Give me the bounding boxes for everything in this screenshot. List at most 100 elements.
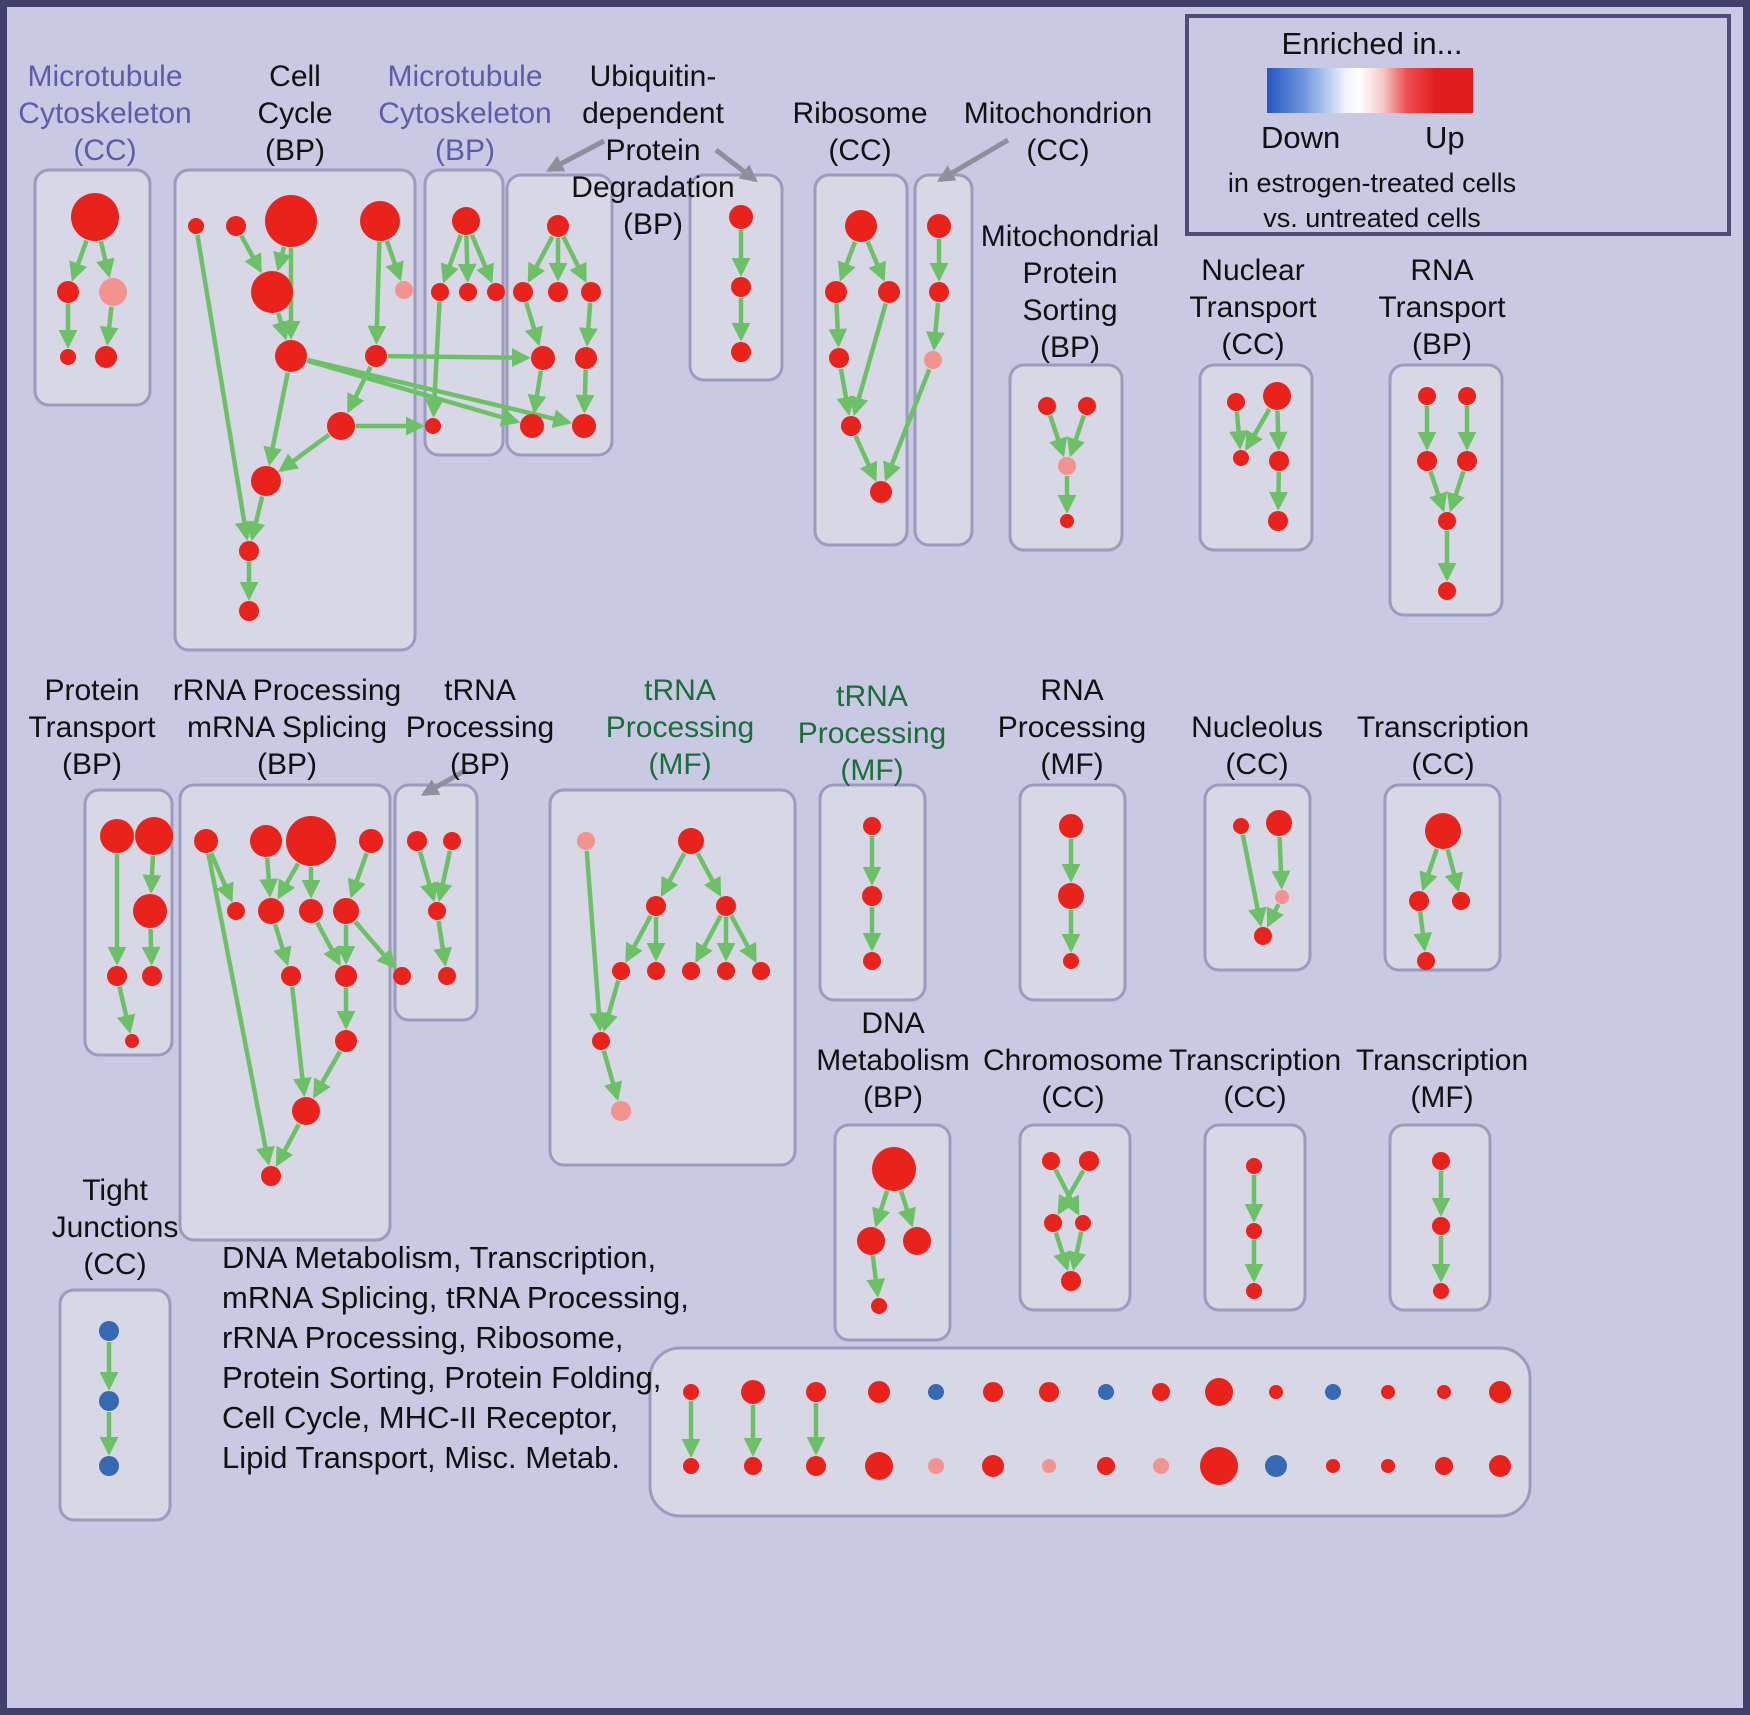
enrichment-edge [1245, 407, 1272, 451]
enrichment-edge [601, 1049, 623, 1102]
go-term-node [1246, 1158, 1262, 1174]
enrichment-edge [96, 240, 115, 279]
go-term-node [1200, 1447, 1238, 1485]
enrichment-edge [527, 370, 547, 414]
go-term-node [1452, 892, 1470, 910]
enrichment-edge [195, 234, 254, 541]
go-term-node [125, 1034, 139, 1048]
go-term-node [865, 1452, 893, 1480]
go-term-node [1075, 1215, 1091, 1231]
enrichment-edge [367, 241, 387, 345]
go-term-node [531, 346, 555, 370]
enrichment-edge [695, 852, 722, 898]
go-term-node [133, 894, 167, 928]
enrichment-edge [271, 312, 291, 341]
enrichment-edge [578, 302, 598, 347]
go-term-node [99, 278, 127, 306]
go-term-node [107, 966, 127, 986]
enrichment-edge [384, 240, 404, 282]
go-term-node [261, 1166, 281, 1186]
enrichment-edge [1419, 848, 1439, 892]
enrichment-edge [926, 302, 945, 351]
go-term-node [683, 1384, 699, 1400]
go-term-node [841, 416, 861, 436]
go-term-node [1233, 450, 1249, 466]
enrichment-edge [584, 850, 609, 1032]
go-term-node [1205, 1378, 1233, 1406]
go-term-node [806, 1456, 826, 1476]
enrichment-edge [1266, 903, 1284, 928]
label-pointer-arrow [420, 767, 468, 797]
enrichment-edge [457, 235, 477, 283]
go-term-node [251, 271, 293, 313]
go-term-node [1268, 511, 1288, 531]
enrichment-edge [353, 920, 396, 970]
go-term-node [1266, 810, 1292, 836]
go-term-node [731, 277, 751, 297]
go-term-node [513, 282, 533, 302]
go-term-node [647, 962, 665, 980]
enrichment-edge [289, 986, 312, 1097]
go-term-node [1153, 1458, 1169, 1474]
go-term-node [281, 966, 301, 986]
enrichment-edge [695, 914, 723, 963]
enrichment-edge [347, 852, 369, 899]
go-term-node [194, 829, 218, 853]
enrichment-edge [524, 301, 544, 347]
go-term-node [1246, 1223, 1262, 1239]
go-term-node [863, 952, 881, 970]
note-line: DNA Metabolism, Transcription, [222, 1240, 657, 1275]
label-pointer-arrow [936, 137, 1010, 183]
enrichment-edge [866, 1255, 886, 1298]
cluster-box-transcription-cc-1 [1383, 783, 1502, 972]
go-term-node [292, 1097, 320, 1125]
enrichment-edge [849, 302, 888, 417]
enrichment-edge [1446, 470, 1466, 513]
go-term-node [250, 825, 282, 857]
enrichment-edge [277, 862, 301, 900]
enrichment-edge [239, 234, 263, 274]
go-term-node [1417, 451, 1437, 471]
label-pointer-arrow [714, 148, 758, 183]
go-term-node [60, 349, 76, 365]
go-term-node [1489, 1381, 1511, 1403]
go-term-node [1269, 1385, 1283, 1399]
enrichment-edge [527, 235, 555, 283]
go-term-node [226, 216, 246, 236]
go-term-node [612, 962, 630, 980]
go-term-node [407, 831, 427, 851]
legend-up-label: Up [1425, 120, 1465, 155]
go-term-node [857, 1227, 885, 1255]
enrichment-edge [660, 852, 687, 898]
go-term-node [1098, 1384, 1114, 1400]
enrichment-edge [278, 433, 331, 472]
go-term-node [825, 281, 847, 303]
go-term-node [862, 886, 882, 906]
go-term-node [425, 418, 441, 434]
go-term-node [275, 340, 307, 372]
go-term-node [395, 281, 413, 299]
enrichment-edge [853, 435, 878, 482]
go-term-node [577, 832, 595, 850]
misc-clusters-note: DNA Metabolism, Transcription,mRNA Splic… [222, 1238, 689, 1478]
go-term-node [729, 205, 753, 229]
go-term-node [1059, 814, 1083, 838]
go-term-node [258, 898, 284, 924]
go-term-node [572, 414, 596, 438]
go-term-node [1233, 818, 1249, 834]
enrichment-edge [625, 914, 653, 963]
go-term-node [1435, 1457, 1453, 1475]
enrichment-edge [307, 357, 573, 428]
enrichment-edge [1240, 834, 1267, 927]
note-line: Cell Cycle, MHC-II Receptor, [222, 1400, 619, 1435]
enrichment-edge [275, 1123, 301, 1168]
go-term-node [871, 1298, 887, 1314]
nodes-layer [57, 193, 1511, 1485]
cluster-box-rna-transport [1388, 363, 1504, 617]
note-line: Protein Sorting, Protein Folding, [222, 1360, 662, 1395]
go-term-node [1381, 1385, 1395, 1399]
enrichment-edge [433, 850, 453, 902]
go-term-node [592, 1032, 610, 1050]
go-term-node [99, 1391, 119, 1411]
